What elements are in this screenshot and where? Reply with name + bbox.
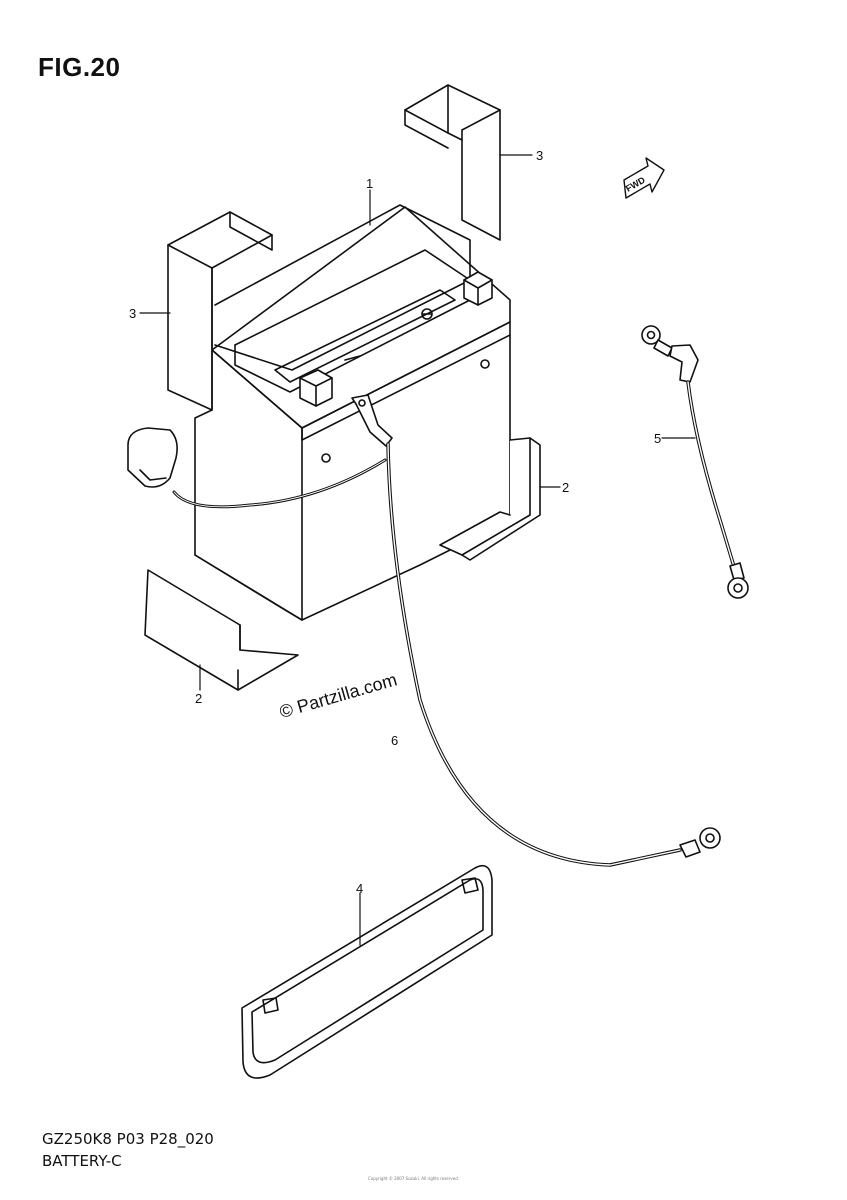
callout-2-right: 2: [562, 480, 569, 495]
callout-2-left: 2: [195, 691, 202, 706]
figure-name: BATTERY-C: [42, 1152, 122, 1170]
battery-part-1: [194, 204, 511, 621]
terminal-cap: [127, 427, 387, 509]
callout-3-right: 3: [536, 148, 543, 163]
callouts: 1 2 2 3 3 4 5 6: [129, 148, 661, 896]
leader-lines: [139, 154, 696, 946]
battery-cable-part-5: [641, 325, 749, 599]
figure-code: GZ250K8 P03 P28_020: [42, 1130, 214, 1148]
battery-cable-part-6: [351, 394, 721, 867]
copyright-note: Copyright © 2007 Suzuki. All rights rese…: [368, 1176, 460, 1181]
battery-plate-part-2-right: [439, 437, 541, 561]
callout-3-left: 3: [129, 306, 136, 321]
callout-5: 5: [654, 431, 661, 446]
callout-4: 4: [356, 881, 363, 896]
battery-plate-part-2-left: [144, 569, 299, 691]
callout-1: 1: [366, 176, 373, 191]
battery-cover-part-3-right: [404, 84, 501, 241]
battery-band-part-4: [241, 864, 493, 1079]
callout-6: 6: [391, 733, 398, 748]
forward-arrow-icon: FWD: [623, 157, 665, 199]
figure-title: FIG.20: [38, 52, 121, 82]
battery-cover-part-3-left: [167, 211, 273, 411]
